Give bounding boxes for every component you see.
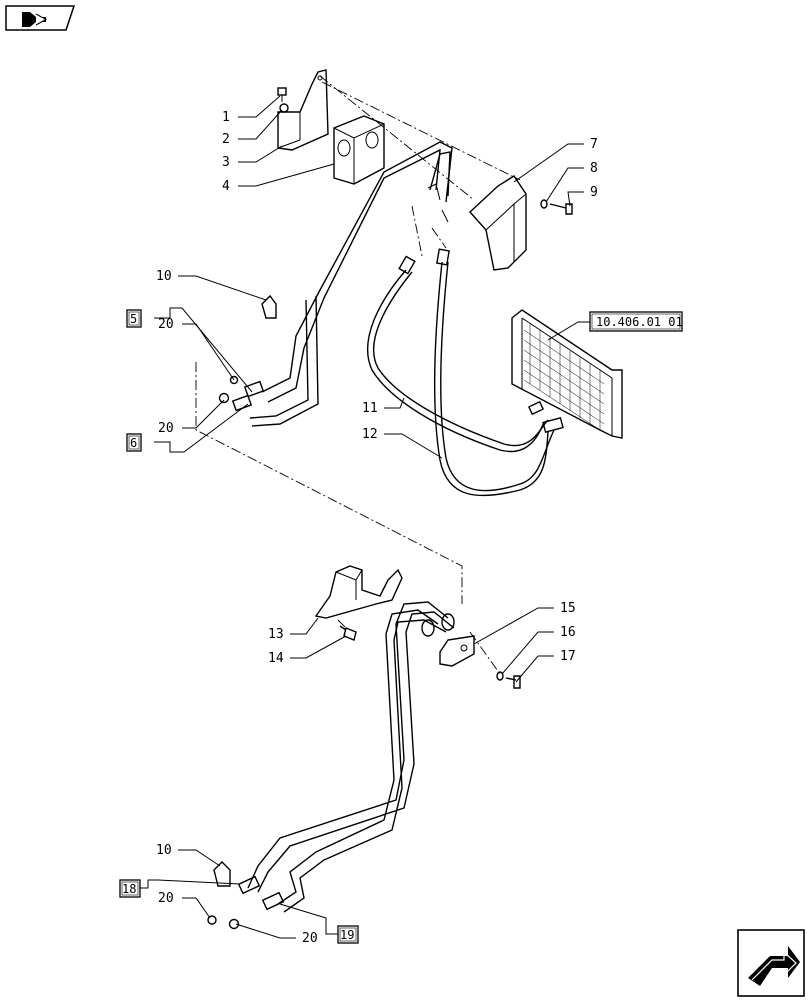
callout-13: 13 — [268, 627, 284, 642]
callout-7: 7 — [590, 137, 598, 152]
callout-12: 12 — [362, 427, 378, 442]
callout-20-upper-b: 20 — [158, 421, 174, 436]
next-page-icon — [748, 946, 800, 986]
ref-box-18-label: 18 — [122, 882, 136, 896]
ref-box-cooler-label: 10.406.01 01 — [596, 315, 683, 329]
callout-1: 1 — [222, 110, 230, 125]
lower-pipes — [207, 601, 455, 930]
callout-17: 17 — [560, 649, 576, 664]
hoses — [367, 248, 564, 497]
callout-9: 9 — [590, 185, 598, 200]
screw-item-17 — [505, 675, 521, 689]
callout-labels: 1 2 3 4 7 8 9 10 20 20 11 12 13 14 15 16… — [156, 110, 598, 946]
callout-4: 4 — [222, 179, 230, 194]
clamp-block-item-4 — [333, 115, 385, 185]
nav-back-button[interactable] — [5, 5, 76, 31]
ref-box-5[interactable]: 5 — [126, 309, 142, 328]
clamp-item-15 — [439, 635, 475, 667]
callout-15: 15 — [560, 601, 576, 616]
cover-plate-item-7 — [469, 175, 527, 271]
callout-20-lower-a: 20 — [158, 891, 174, 906]
ref-box-19-label: 19 — [340, 928, 354, 942]
callout-16: 16 — [560, 625, 576, 640]
washer-item-16 — [496, 671, 504, 681]
bolt-item-1 — [277, 87, 287, 102]
callout-3: 3 — [222, 155, 230, 170]
next-page-button[interactable] — [737, 929, 805, 997]
callout-14: 14 — [268, 651, 284, 666]
ref-box-6-label: 6 — [130, 436, 137, 450]
bracket-top — [277, 69, 329, 151]
callout-20-lower-b: 20 — [302, 931, 318, 946]
washer-item-8 — [540, 199, 548, 209]
callout-10-lower: 10 — [156, 843, 172, 858]
oil-cooler — [511, 309, 623, 439]
callout-8: 8 — [590, 161, 598, 176]
bracket-lower-item-13 — [314, 565, 403, 619]
ref-box-6[interactable]: 6 — [126, 433, 142, 452]
screw-item-14 — [339, 625, 357, 641]
screw-item-9 — [549, 203, 573, 215]
ref-box-cooler[interactable]: 10.406.01 01 — [589, 311, 683, 332]
callout-20-upper-a: 20 — [158, 317, 174, 332]
upper-pipes — [218, 141, 453, 427]
leader-lines — [140, 95, 590, 939]
callout-10-upper: 10 — [156, 269, 172, 284]
ref-box-18[interactable]: 18 — [119, 879, 141, 898]
callout-11: 11 — [362, 401, 378, 416]
arrow-left-icon — [22, 12, 48, 27]
ref-box-19[interactable]: 19 — [337, 925, 359, 944]
callout-2: 2 — [222, 132, 230, 147]
ref-box-5-label: 5 — [130, 312, 137, 326]
nut-item-2 — [279, 103, 289, 113]
construction-lines — [195, 75, 521, 675]
